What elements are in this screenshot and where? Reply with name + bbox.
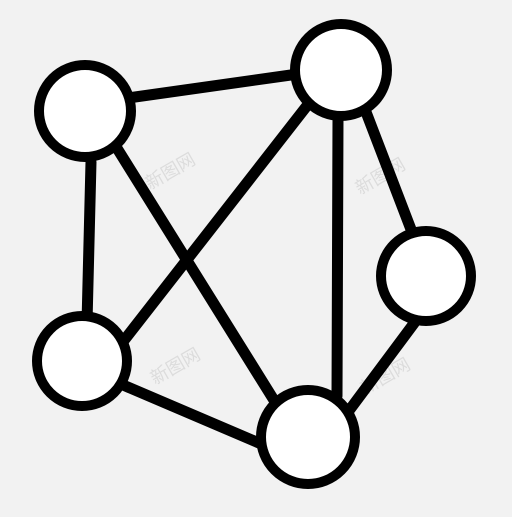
node-circle (32, 311, 132, 411)
node-circle (34, 60, 136, 162)
edge-line (360, 106, 418, 238)
edge-line (331, 112, 344, 402)
edge-line (109, 139, 283, 411)
node-circle (256, 385, 360, 489)
edge-line (116, 101, 312, 349)
edge-line (122, 68, 304, 104)
edge-line (81, 156, 97, 329)
node-group (32, 19, 476, 489)
node-circle (376, 226, 476, 326)
edge-line (342, 316, 421, 418)
edge-group (81, 68, 421, 452)
node-circle (290, 19, 392, 121)
edge-line (117, 379, 272, 452)
